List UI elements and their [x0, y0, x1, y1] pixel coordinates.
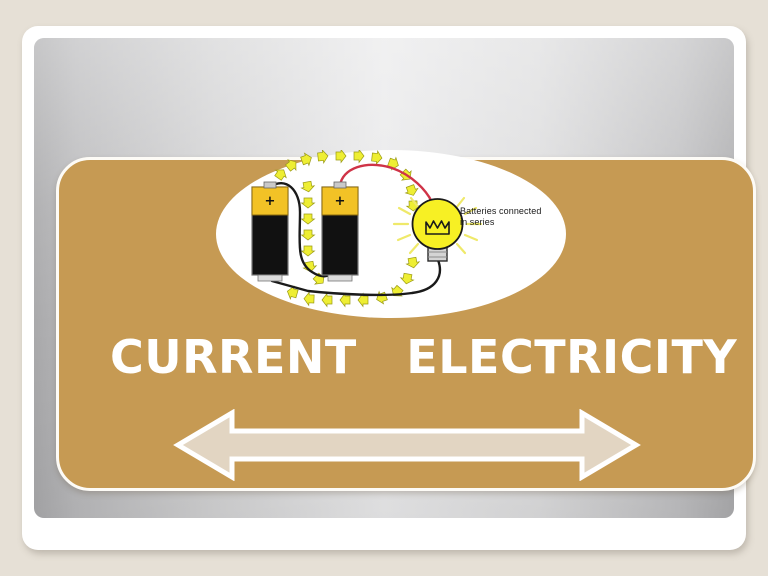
wire-red-to-bulb: [338, 163, 434, 204]
bulb-filament-icon: [425, 220, 450, 235]
wire-black-series-link: [268, 181, 340, 278]
battery-right-plus-label: +: [335, 194, 346, 209]
circuit-caption: Batteries connected in series: [460, 206, 576, 228]
page-title: CURRENT ELECTRICITY: [110, 330, 738, 384]
slide-card: + +: [22, 26, 756, 550]
circuit-illustration-ellipse: + +: [216, 150, 566, 318]
wire-black-return: [270, 258, 442, 297]
light-bulb: [411, 198, 464, 262]
circuit-caption-line1: Batteries connected: [460, 206, 542, 216]
double-headed-arrow-icon: [173, 409, 641, 481]
battery-left-plus-label: +: [265, 194, 276, 209]
series-battery-circuit-diagram: + +: [251, 150, 483, 308]
battery-left: +: [251, 181, 289, 282]
current-flow-arrows: [274, 150, 421, 308]
battery-right: +: [321, 181, 359, 282]
bulb-light-rays: [392, 196, 483, 255]
circuit-caption-line2: in series: [460, 217, 495, 227]
